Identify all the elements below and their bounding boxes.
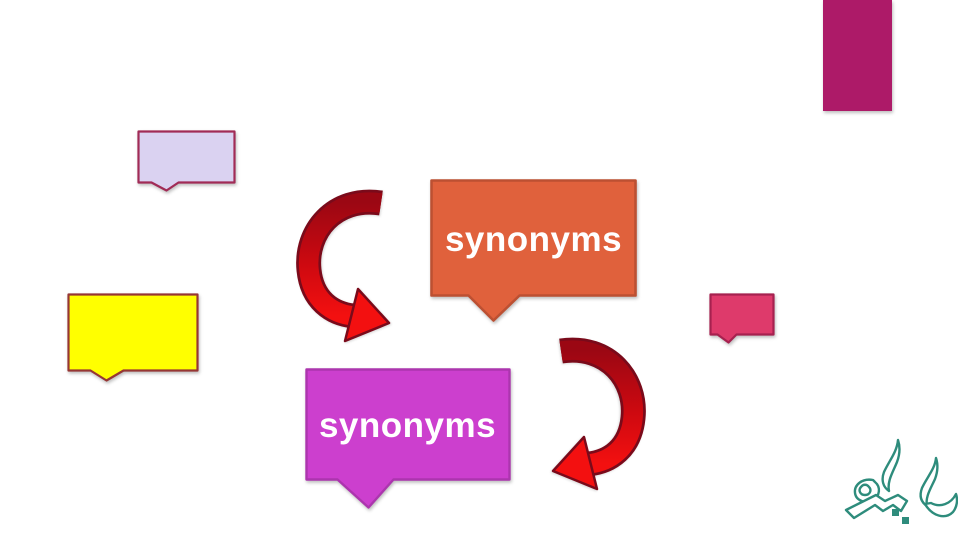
curved-arrow-right-icon bbox=[551, 337, 646, 491]
curved-arrow-left-icon bbox=[296, 189, 391, 343]
speech-bubble-yellow-shape bbox=[67, 293, 199, 382]
curved-arrow-right-ribbon bbox=[559, 340, 644, 474]
logo-hook-right bbox=[923, 492, 958, 518]
speech-bubble-pink bbox=[709, 293, 775, 344]
speech-bubble-lavender bbox=[137, 130, 236, 192]
speech-bubble-orange bbox=[430, 179, 637, 322]
speech-bubble-lavender-shape bbox=[137, 130, 236, 192]
logo-flame-right bbox=[919, 456, 939, 508]
logo-flame-center bbox=[881, 438, 901, 493]
accent-bar bbox=[823, 0, 892, 111]
speech-bubble-pink-shape bbox=[709, 293, 775, 344]
speech-bubble-magenta bbox=[305, 368, 511, 509]
speech-bubble-orange-shape bbox=[430, 179, 637, 322]
curved-arrow-left-head bbox=[343, 287, 391, 343]
speech-bubble-magenta-shape bbox=[305, 368, 511, 509]
logo-dot-square-2 bbox=[902, 517, 909, 524]
logo-base-band bbox=[844, 493, 909, 520]
logo-dot-square-1 bbox=[892, 509, 899, 516]
curved-arrow-left-ribbon bbox=[298, 192, 383, 326]
speech-bubble-yellow bbox=[67, 293, 199, 382]
arabic-calligraphy-logo bbox=[844, 438, 958, 524]
accent-bar-rect bbox=[823, 0, 892, 111]
curved-arrow-right-head bbox=[551, 435, 599, 491]
